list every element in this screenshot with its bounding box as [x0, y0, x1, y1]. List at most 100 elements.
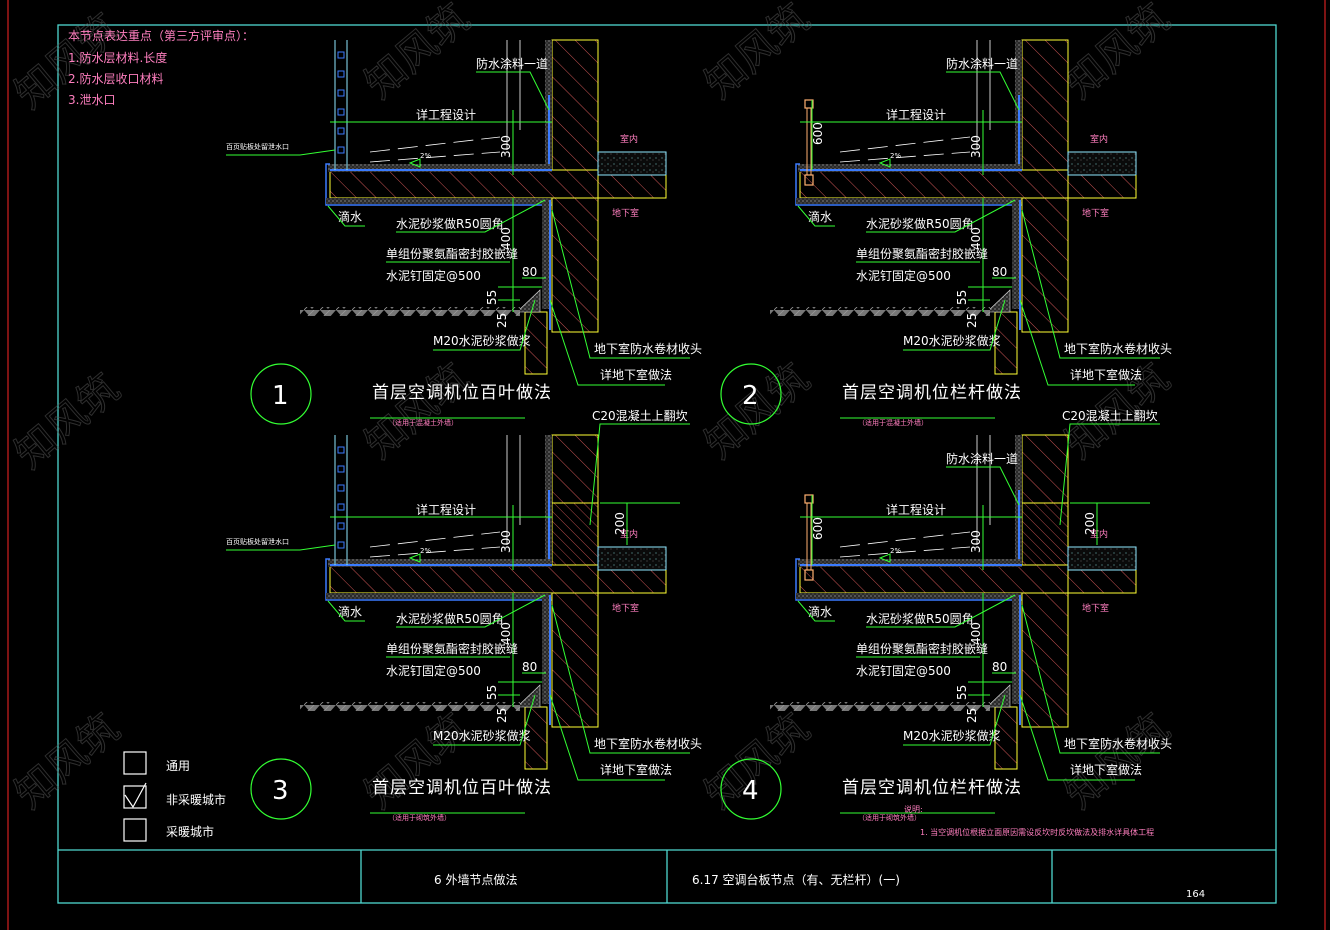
louver-blade — [337, 484, 345, 492]
slab-underside-plaster — [796, 593, 1022, 599]
label-nails: 水泥钉固定@500 — [386, 268, 481, 283]
legend-checkbox[interactable] — [123, 785, 147, 809]
label-indoor: 室内 — [1090, 528, 1108, 540]
louver-blade — [337, 108, 345, 116]
detail-number-circle — [250, 758, 312, 820]
dim-600: 600 — [811, 517, 825, 540]
label-fillet: 水泥砂浆做R50圆角 — [396, 216, 504, 231]
mortar-fillet — [516, 289, 541, 313]
dim-80: 80 — [522, 660, 537, 674]
louver-blade — [337, 503, 345, 511]
legend-checkbox[interactable] — [123, 751, 147, 775]
leader-line — [551, 209, 690, 359]
ground-line — [300, 702, 520, 711]
review-note-item: 3.泄水口 — [68, 93, 115, 107]
detail-3-louver-masonry: 详工程设计百页贴板处留泄水口2%滴水水泥砂浆做R50圆角单组份聚氨酯密封胶嵌缝水… — [226, 408, 702, 822]
basement-slab-edge — [1068, 570, 1137, 594]
label-membrane-end: 地下室防水卷材收头 — [594, 736, 702, 751]
detail-subtitle: （适用于混凝土外墙） — [388, 418, 458, 427]
legend-item-non-heating-city[interactable]: 非采暖城市 — [123, 782, 226, 809]
dim-200: 200 — [613, 512, 627, 535]
leader-line — [1021, 604, 1160, 754]
louver-blade — [337, 446, 345, 454]
watermark-text: 知风筑 — [7, 365, 128, 477]
label-nails: 水泥钉固定@500 — [856, 268, 951, 283]
label-fillet: 水泥砂浆做R50圆角 — [866, 611, 974, 626]
dim-300: 300 — [969, 135, 983, 158]
floor-slab-interior — [597, 569, 667, 594]
remark-item: 1. 当空调机位根据立面原因需设反坎时反坎做法及排水详具体工程 — [920, 827, 1154, 837]
legend-checkbox[interactable] — [123, 818, 147, 842]
slab-underside-plaster — [326, 198, 552, 204]
legend-item-heating-city[interactable]: 采暖城市 — [123, 818, 214, 842]
leader-line — [396, 199, 546, 233]
watermark-text: 知风筑 — [697, 0, 818, 108]
label-membrane-end: 地下室防水卷材收头 — [1064, 341, 1172, 356]
leader-line — [903, 299, 1006, 351]
label-sealant: 单组份聚氨酯密封胶嵌缝 — [386, 641, 518, 656]
slab-screed — [328, 164, 552, 172]
review-note-item: 1.防水层材料.长度 — [68, 50, 167, 65]
dim-400: 400 — [969, 227, 983, 250]
interior-floor-finish — [1067, 546, 1137, 571]
slab-edge-plaster — [325, 558, 552, 601]
label-waterproof-coating: 防水涂料一道 — [946, 451, 1018, 466]
leader-line — [549, 299, 665, 386]
label-indoor: 室内 — [620, 133, 638, 145]
slab-screed — [798, 164, 1022, 172]
leader-line — [327, 600, 365, 622]
dim-400: 400 — [499, 227, 513, 250]
detail-title: 首层空调机位栏杆做法 — [842, 383, 1022, 403]
watermark-text: 知风筑 — [357, 355, 478, 467]
watermark-text: 知风筑 — [7, 705, 128, 817]
louver-blade — [337, 70, 345, 78]
watermark-text: 知风筑 — [357, 705, 478, 817]
slope-line — [839, 151, 971, 163]
label-basement-ref: 详地下室做法 — [600, 762, 672, 777]
dim-55: 55 — [955, 290, 969, 305]
label-design-ref: 详工程设计 — [416, 107, 476, 122]
label-slope: 2% — [420, 547, 431, 555]
review-note-item: 2.防水层收口材料 — [68, 71, 163, 86]
watermark-text: 知风筑 — [1057, 705, 1178, 817]
louver-blade — [337, 465, 345, 473]
label-design-ref: 详工程设计 — [886, 502, 946, 517]
interior-floor-finish — [1067, 151, 1137, 176]
dim-25: 25 — [965, 313, 979, 328]
legend-label: 通用 — [166, 759, 190, 773]
label-design-ref: 详工程设计 — [886, 107, 946, 122]
label-sealant: 单组份聚氨酯密封胶嵌缝 — [856, 246, 988, 261]
dim-25: 25 — [495, 313, 509, 328]
detail-subtitle: （适用于混凝土外墙） — [858, 418, 928, 427]
label-indoor: 室内 — [1090, 133, 1108, 145]
detail-number-circle — [720, 363, 782, 425]
detail-title: 首层空调机位栏杆做法 — [842, 778, 1022, 798]
detail-2-railing-concrete: 防水涂料一道详工程设计2%滴水水泥砂浆做R50圆角单组份聚氨酯密封胶嵌缝水泥钉固… — [720, 39, 1172, 427]
label-slope: 2% — [890, 547, 901, 555]
label-membrane-end: 地下室防水卷材收头 — [1064, 736, 1172, 751]
label-drip: 滴水 — [808, 604, 832, 619]
legend-label: 非采暖城市 — [166, 792, 226, 807]
ac-slab — [799, 169, 1071, 199]
title-block: 6 外墙节点做法 6.17 空调台板节点（有、无栏杆）(一) 164 — [58, 849, 1276, 903]
leader-line — [433, 694, 536, 746]
leader-line — [549, 694, 665, 781]
slope-arrow-icon — [878, 158, 891, 168]
slab-edge-plaster — [325, 163, 552, 206]
label-louver-drain: 百页贴板处留泄水口 — [226, 537, 289, 546]
label-sealant: 单组份聚氨酯密封胶嵌缝 — [856, 641, 988, 656]
basement-wall-plaster — [542, 599, 551, 704]
leader-line — [797, 205, 835, 227]
slab-edge-plaster — [795, 558, 1022, 601]
dim-200: 200 — [1083, 512, 1097, 535]
page-number: 164 — [1186, 889, 1205, 900]
louver-blade — [337, 51, 345, 59]
dim-400: 400 — [969, 622, 983, 645]
basement-slab-edge — [598, 570, 667, 594]
basement-wall — [1021, 197, 1069, 333]
basement-wall — [551, 197, 599, 333]
legend-item-general[interactable]: 通用 — [123, 751, 190, 775]
dim-55: 55 — [485, 290, 499, 305]
applicability-legend: 通用 非采暖城市 采暖城市 — [123, 751, 226, 842]
